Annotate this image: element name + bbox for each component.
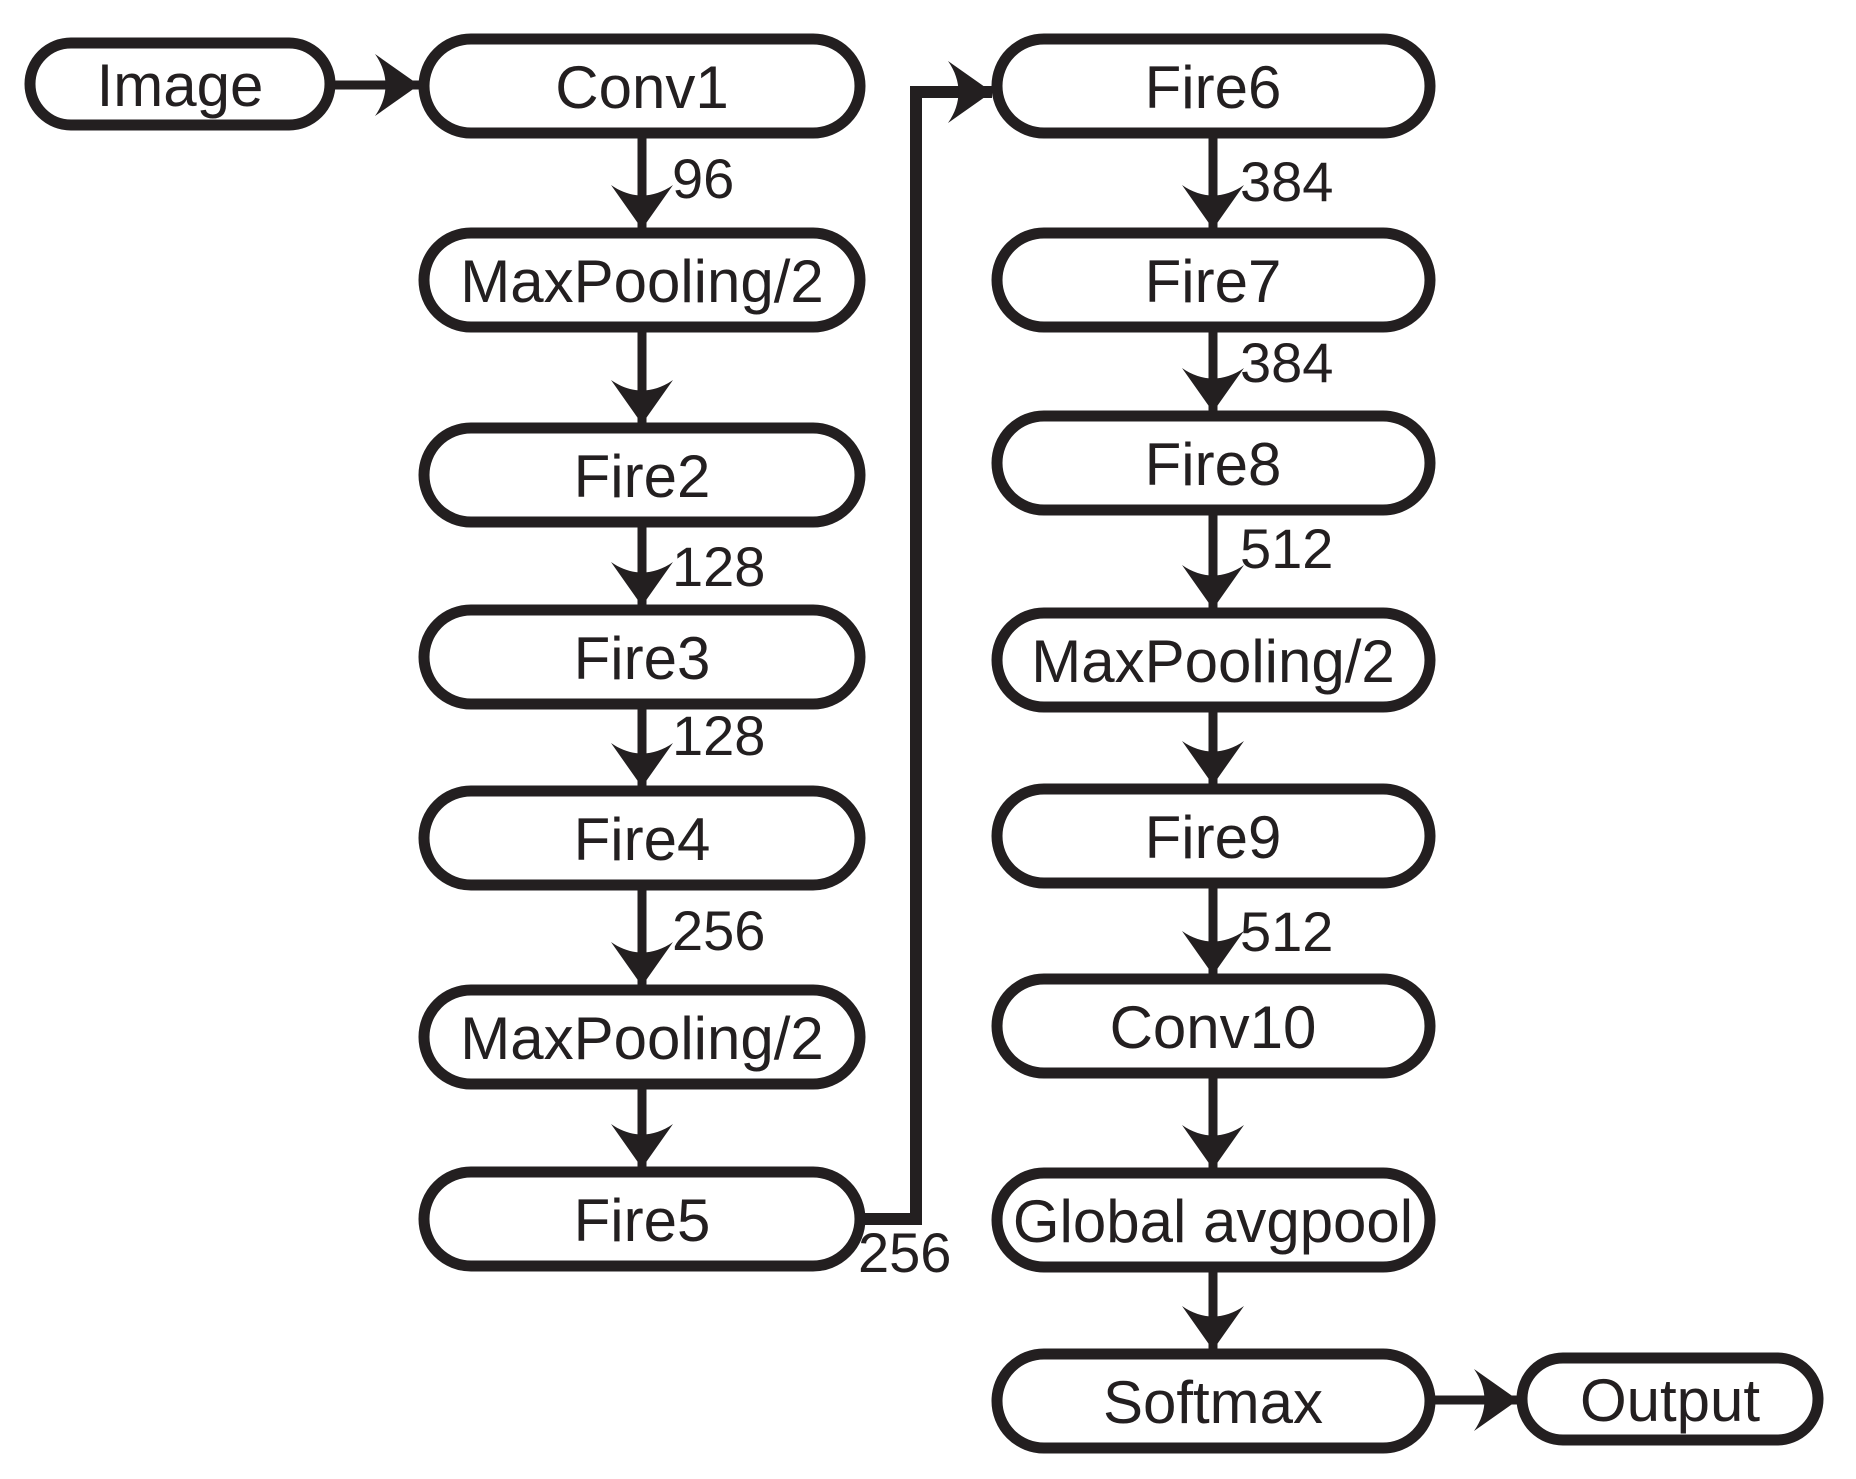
- node-fire5-box: [418, 1166, 866, 1272]
- node-softmax-box: [991, 1348, 1436, 1454]
- edge-label-96: 96: [672, 147, 734, 210]
- edge-label-128-a: 128: [672, 535, 765, 598]
- node-conv1-box: [418, 33, 866, 139]
- node-fire3-label: Fire3: [574, 625, 711, 692]
- edge-label-384-b: 384: [1240, 331, 1333, 394]
- node-fire5-label: Fire5: [574, 1187, 711, 1254]
- node-fire2-box: [418, 422, 866, 528]
- node-maxpool8-label: MaxPooling/2: [1031, 628, 1395, 695]
- node-fire2-label: Fire2: [574, 443, 711, 510]
- node-global-avgpool-label: Global avgpool: [1013, 1188, 1413, 1255]
- node-fire7-box: [991, 227, 1436, 333]
- node-fire4-label: Fire4: [574, 806, 711, 873]
- node-fire6-box: [991, 33, 1436, 139]
- node-fire8-label: Fire8: [1145, 431, 1282, 498]
- node-global-avgpool-box: [991, 1167, 1436, 1273]
- node-output-box: [1516, 1352, 1824, 1446]
- node-fire6-label: Fire6: [1145, 54, 1282, 121]
- fire5-to-fire6-connector: [852, 61, 992, 1225]
- node-fire9-box: [991, 783, 1436, 889]
- edge-label-256-a: 256: [672, 899, 765, 962]
- node-conv10-label: Conv10: [1110, 994, 1317, 1061]
- node-maxpool1-label: MaxPooling/2: [460, 248, 824, 315]
- node-fire7-label: Fire7: [1145, 248, 1282, 315]
- node-maxpool1-box: [418, 227, 866, 333]
- edge-label-512-b: 512: [1240, 900, 1333, 963]
- node-maxpool4-label: MaxPooling/2: [460, 1005, 824, 1072]
- node-fire4-box: [418, 785, 866, 891]
- node-softmax-label: Softmax: [1103, 1369, 1323, 1436]
- node-image-box: [24, 37, 336, 131]
- edge-label-384-a: 384: [1240, 150, 1333, 213]
- node-maxpool4-box: [418, 984, 866, 1090]
- edge-label-256-b: 256: [858, 1221, 951, 1284]
- edge-label-512-a: 512: [1240, 517, 1333, 580]
- node-image-label: Image: [97, 52, 264, 119]
- node-conv1-label: Conv1: [555, 54, 728, 121]
- node-fire8-box: [991, 410, 1436, 516]
- node-conv10-box: [991, 973, 1436, 1079]
- node-fire3-box: [418, 604, 866, 710]
- node-output-label: Output: [1580, 1367, 1760, 1434]
- node-fire9-label: Fire9: [1145, 804, 1282, 871]
- node-maxpool8-box: [991, 607, 1436, 713]
- edge-label-128-b: 128: [672, 704, 765, 767]
